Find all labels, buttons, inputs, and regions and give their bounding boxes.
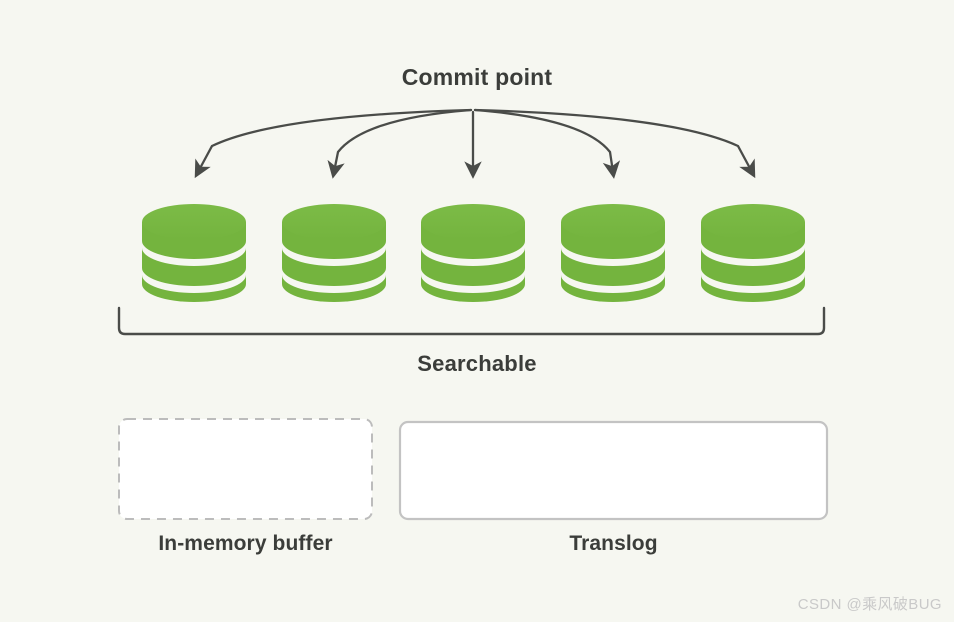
searchable-label: Searchable	[417, 351, 537, 376]
translog-label: Translog	[569, 532, 658, 555]
shard-2	[282, 204, 386, 302]
shard-4	[561, 204, 665, 302]
in-memory-buffer-box[interactable]	[118, 418, 373, 520]
arrow-to-shard-5	[473, 108, 756, 179]
translog-box[interactable]	[398, 420, 829, 521]
searchable-bracket	[117, 306, 826, 336]
in-memory-buffer-label: In-memory buffer	[158, 532, 333, 555]
arrow-to-shard-1	[194, 108, 473, 179]
watermark-text: CSDN @乘风破BUG	[797, 596, 942, 613]
shard-group	[142, 204, 805, 302]
shard-1	[142, 204, 246, 302]
commit-point-arrows	[194, 108, 756, 179]
arrow-to-shard-2	[327, 108, 473, 179]
shard-5	[701, 204, 805, 302]
shard-3	[421, 204, 525, 302]
commit-point-label: Commit point	[401, 64, 553, 90]
arrow-to-shard-4	[473, 108, 621, 179]
